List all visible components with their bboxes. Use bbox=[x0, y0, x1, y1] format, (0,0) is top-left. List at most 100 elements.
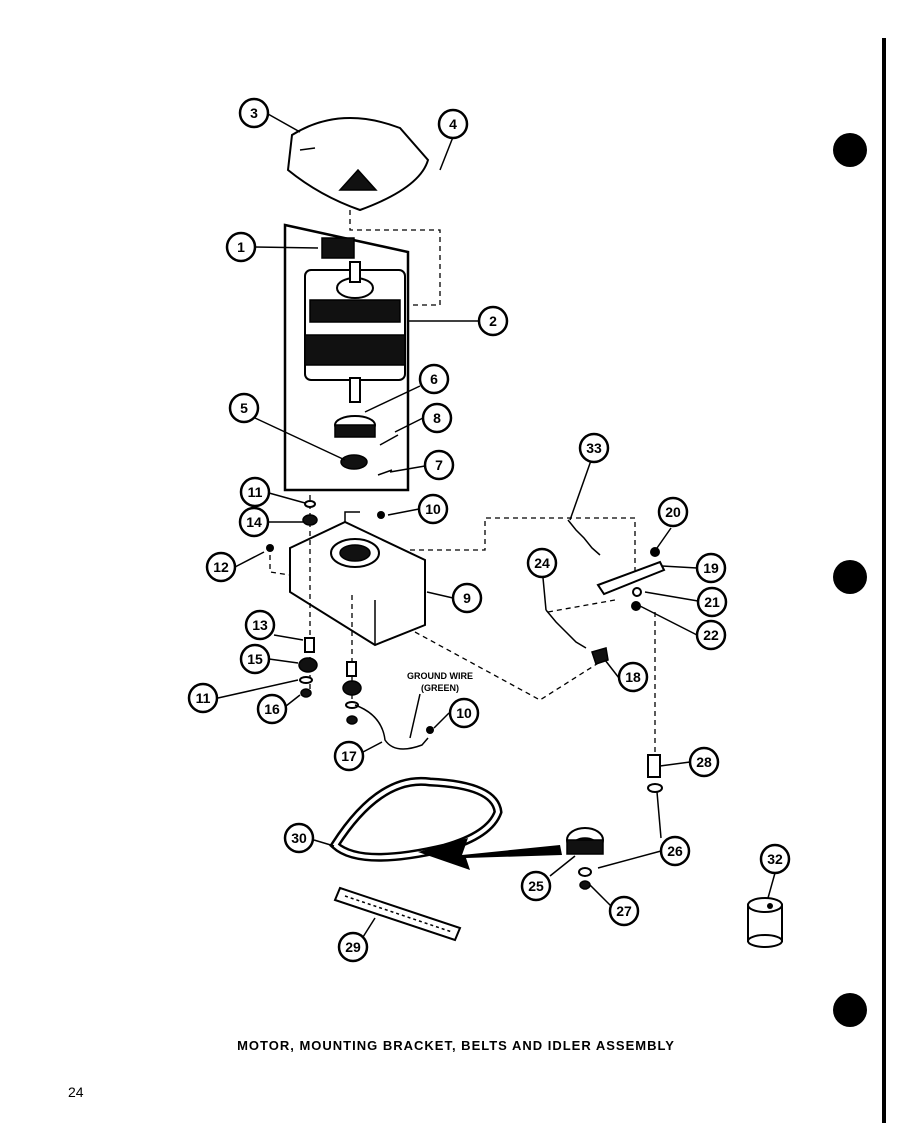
svg-text:25: 25 bbox=[528, 878, 544, 894]
ground-wire bbox=[354, 704, 429, 750]
callout-8: 8 bbox=[421, 402, 453, 434]
svg-text:26: 26 bbox=[667, 843, 683, 859]
direction-arrow bbox=[418, 838, 562, 870]
svg-text:21: 21 bbox=[704, 594, 720, 610]
callout-11-lower: 11 bbox=[187, 682, 219, 714]
svg-text:4: 4 bbox=[449, 116, 457, 132]
idler-shaft bbox=[647, 754, 661, 778]
svg-text:18: 18 bbox=[625, 669, 641, 685]
callout-28: 28 bbox=[688, 746, 720, 778]
callout-17: 17 bbox=[333, 740, 365, 772]
registration-dot bbox=[833, 993, 867, 1027]
capacitor bbox=[747, 897, 783, 948]
motor-frame-outline bbox=[283, 223, 410, 492]
callout-13: 13 bbox=[244, 609, 276, 641]
motor-pulley-small bbox=[340, 454, 368, 470]
svg-text:3: 3 bbox=[250, 105, 258, 121]
callout-22: 21 bbox=[696, 586, 728, 618]
svg-text:11: 11 bbox=[248, 484, 263, 500]
svg-text:30: 30 bbox=[291, 830, 307, 846]
drive-belt-inner bbox=[332, 779, 501, 860]
page-border-mark bbox=[882, 38, 886, 1123]
set-screw bbox=[377, 469, 393, 476]
callout-18: 10 bbox=[417, 493, 449, 525]
svg-text:17: 17 bbox=[341, 748, 357, 764]
bracket-guide-line bbox=[547, 599, 616, 613]
washer bbox=[650, 547, 660, 557]
screw bbox=[266, 544, 274, 552]
callout-5: 5 bbox=[228, 392, 260, 424]
callout-21: 20 bbox=[657, 496, 689, 528]
bracket-guide-line bbox=[414, 631, 601, 701]
svg-text:19: 19 bbox=[703, 560, 719, 576]
diagram-title: MOTOR, MOUNTING BRACKET, BELTS AND IDLER… bbox=[237, 1038, 675, 1053]
motor bbox=[304, 261, 406, 403]
registration-dot bbox=[833, 560, 867, 594]
screw bbox=[426, 726, 434, 734]
callout-16: 16 bbox=[256, 693, 288, 725]
leader-lines bbox=[217, 113, 776, 938]
callout-9: 9 bbox=[451, 582, 483, 614]
callout-29: 29 bbox=[337, 931, 369, 963]
idler-spring bbox=[567, 519, 601, 556]
callout-30: 30 bbox=[283, 822, 315, 854]
ground-wire-label: GROUND WIRE bbox=[407, 671, 473, 681]
svg-text:20: 20 bbox=[665, 504, 681, 520]
idler-arm bbox=[596, 560, 666, 596]
callout-4: 4 bbox=[437, 108, 469, 140]
washer bbox=[631, 601, 641, 611]
washer bbox=[632, 587, 642, 597]
callout-12: 12 bbox=[205, 551, 237, 583]
screw bbox=[377, 511, 385, 519]
ground-wire-leader bbox=[409, 693, 421, 739]
hardware-stack-center bbox=[342, 661, 362, 725]
svg-text:27: 27 bbox=[616, 903, 632, 919]
motor-cover bbox=[286, 117, 430, 212]
callout-11: 11 bbox=[239, 476, 271, 508]
svg-text:24: 24 bbox=[534, 555, 550, 571]
tension-spring bbox=[545, 609, 587, 649]
svg-text:6: 6 bbox=[430, 371, 438, 387]
callout-7: 7 bbox=[423, 449, 455, 481]
callout-3: 3 bbox=[238, 97, 270, 129]
cover-guide-line bbox=[349, 210, 441, 306]
svg-text:22: 22 bbox=[703, 627, 719, 643]
svg-text:12: 12 bbox=[213, 559, 229, 575]
callout-20: 19 bbox=[695, 552, 727, 584]
hardware-stack-left bbox=[298, 500, 318, 698]
callout-27: 27 bbox=[608, 895, 640, 927]
callout-1: 1 bbox=[225, 231, 257, 263]
bracket-guide-line bbox=[410, 517, 636, 581]
callout-18-lower: 10 bbox=[448, 697, 480, 729]
svg-text:16: 16 bbox=[264, 701, 280, 717]
callout-6: 6 bbox=[418, 363, 450, 395]
callout-15: 15 bbox=[239, 643, 271, 675]
svg-text:11: 11 bbox=[196, 690, 211, 706]
washer bbox=[578, 867, 592, 877]
svg-text:10: 10 bbox=[456, 705, 472, 721]
registration-dot bbox=[833, 133, 867, 167]
idler-pulley bbox=[566, 827, 604, 855]
callout-25: 25 bbox=[520, 870, 552, 902]
svg-text:33: 33 bbox=[586, 440, 602, 456]
set-screw bbox=[379, 434, 399, 446]
bracket-guide-line bbox=[269, 555, 291, 576]
callout-33: 33 bbox=[578, 432, 610, 464]
motor-switch bbox=[321, 237, 355, 259]
svg-text:14: 14 bbox=[246, 514, 262, 530]
callout-14: 14 bbox=[238, 506, 270, 538]
callout-32: 32 bbox=[759, 843, 791, 875]
mounting-bracket bbox=[289, 511, 426, 647]
svg-text:9: 9 bbox=[463, 590, 471, 606]
callout-2: 2 bbox=[477, 305, 509, 337]
svg-text:7: 7 bbox=[435, 457, 443, 473]
svg-text:15: 15 bbox=[247, 651, 263, 667]
svg-text:8: 8 bbox=[433, 410, 441, 426]
svg-text:32: 32 bbox=[767, 851, 783, 867]
motor-pulley-large bbox=[334, 415, 376, 438]
svg-text:5: 5 bbox=[240, 400, 248, 416]
svg-text:2: 2 bbox=[489, 313, 497, 329]
svg-text:29: 29 bbox=[345, 939, 361, 955]
callout-19: 18 bbox=[617, 661, 649, 693]
